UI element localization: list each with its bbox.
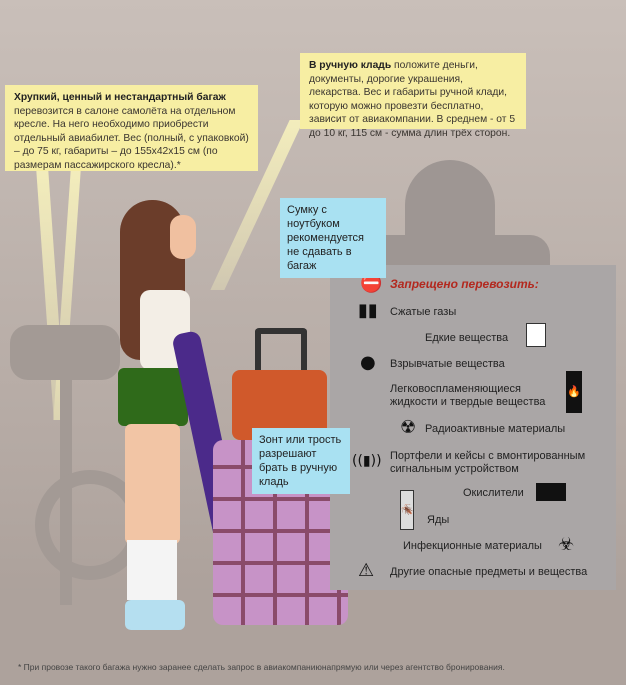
prohibited-panel: ⛔ Запрещено перевозить: ▮▮ Сжатые газы Е…	[330, 265, 616, 590]
battery-icon	[536, 483, 566, 501]
hand-luggage-title: В ручную кладь	[309, 60, 392, 71]
laptop-note: Сумку с ноутбуком рекомендуется не сдава…	[280, 198, 386, 278]
umbrella-note: Зонт или трость разрешают брать в ручную…	[252, 428, 350, 494]
girl-skirt	[118, 368, 188, 426]
warning-icon: ⚠	[358, 560, 375, 581]
biohazard-icon: ☣	[558, 534, 575, 555]
prohibited-item: Инфекционные материалы	[403, 540, 542, 552]
alarm-case-icon: ((▮))	[352, 453, 382, 469]
camera-silhouette	[10, 325, 120, 380]
prohibited-title: Запрещено перевозить:	[390, 277, 539, 291]
no-entry-icon: ⛔	[360, 273, 383, 294]
footnote: * При провозе такого багажа нужно заране…	[18, 662, 505, 672]
prohibited-item: Портфели и кейсы с вмонтированным сигнал…	[390, 450, 586, 475]
prohibited-item: Окислители	[463, 487, 524, 499]
prohibited-item: Едкие вещества	[425, 332, 509, 344]
hand-luggage-note: В ручную кладь положите деньги, документ…	[300, 53, 526, 139]
fragile-note-title: Хрупкий, ценный и нестандартный багаж	[14, 92, 226, 103]
bag-handle	[255, 328, 307, 378]
girl-shoes	[125, 600, 185, 630]
girl-face	[170, 215, 196, 259]
radiation-icon: ☢	[400, 417, 417, 438]
prohibited-item: Сжатые газы	[390, 306, 457, 318]
poison-icon: 🪳	[400, 490, 414, 530]
prohibited-item: Радиоактивные материалы	[425, 423, 566, 435]
prohibited-item: Легковоспламеняющиеся жидкости и твердые…	[390, 383, 546, 408]
flammable-icon: 🔥	[566, 371, 582, 413]
canister-icon	[526, 323, 546, 347]
girl-socks	[127, 540, 177, 600]
prohibited-item: Взрывчатые вещества	[390, 358, 505, 370]
bomb-icon: ●	[360, 352, 376, 373]
gas-cylinders-icon: ▮▮	[358, 300, 378, 321]
hand-luggage-text: положите деньги, документы, дорогие укра…	[309, 60, 516, 139]
fragile-baggage-note: Хрупкий, ценный и нестандартный багаж пе…	[5, 85, 258, 171]
prohibited-item: Яды	[427, 514, 450, 526]
prohibited-item: Другие опасные предметы и вещества	[390, 566, 588, 578]
fragile-note-text: перевозится в салоне самолёта на отдельн…	[14, 105, 249, 171]
girl-legs	[125, 424, 180, 544]
